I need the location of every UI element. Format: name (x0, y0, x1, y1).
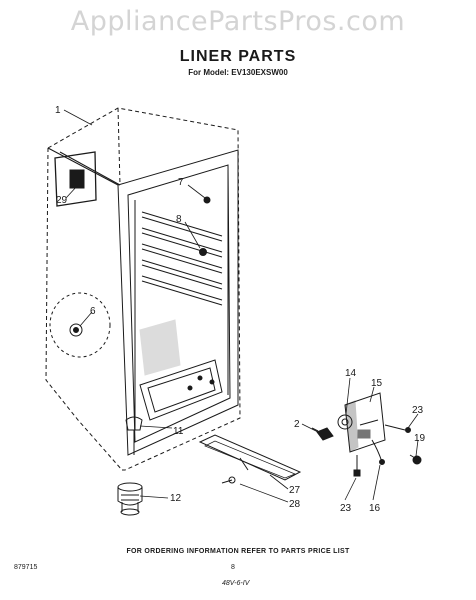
callout-16: 16 (369, 503, 381, 514)
page-number: 8 (231, 564, 235, 571)
callout-27: 27 (289, 485, 301, 496)
callout-12: 12 (170, 493, 182, 504)
leader-lines (63, 109, 419, 503)
watermark: AppliancePartsPros.com (70, 6, 406, 37)
callout-1: 1 (55, 105, 61, 116)
callout-15: 15 (371, 378, 383, 389)
callout-19: 19 (414, 433, 426, 444)
model-line: For Model: EV130EXSW00 (188, 68, 288, 77)
callout-2: 2 (294, 419, 300, 430)
drain-trough (198, 434, 302, 484)
liner-cabinet (45, 107, 241, 471)
callout-23-lower: 23 (340, 503, 352, 514)
revision-code: 48V-6-IV (222, 580, 250, 587)
callout-14: 14 (345, 368, 357, 379)
callout-8: 8 (176, 214, 182, 225)
ordering-note: FOR ORDERING INFORMATION REFER TO PARTS … (126, 548, 350, 555)
drain-cup (117, 482, 143, 516)
shelf-ribs (141, 211, 223, 306)
page-title: LINER PARTS (179, 48, 297, 65)
callout-6: 6 (90, 306, 96, 317)
document-code: 879715 (14, 564, 38, 571)
callout-11: 11 (173, 426, 184, 437)
callout-23-upper: 23 (412, 405, 424, 416)
hinge-block (69, 169, 85, 189)
control-assembly (311, 392, 422, 477)
callout-29: 29 (56, 195, 68, 206)
callout-28: 28 (289, 499, 301, 510)
callout-7: 7 (178, 177, 184, 188)
